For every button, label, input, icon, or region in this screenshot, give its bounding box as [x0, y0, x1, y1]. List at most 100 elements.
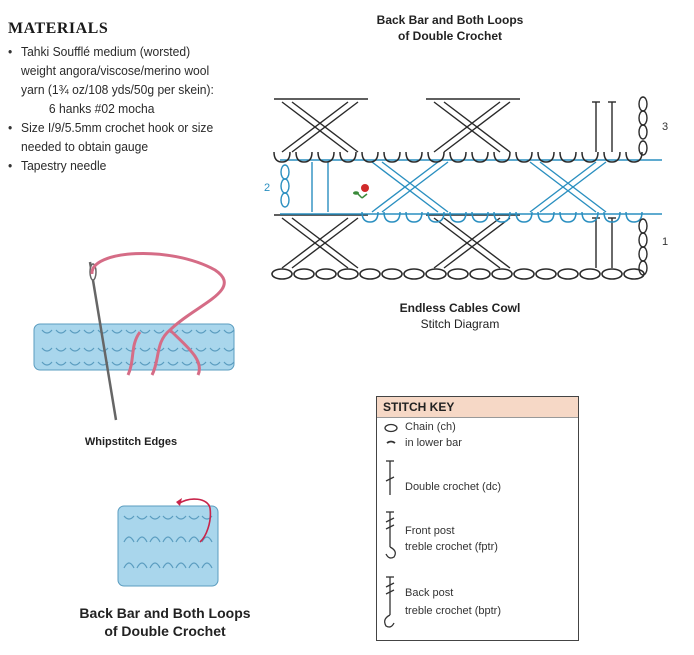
chain-stitch: [557, 268, 579, 280]
fabric-stitch: [201, 562, 213, 569]
materials-item-line: Tapestry needle: [21, 158, 107, 173]
loop-mark: [405, 211, 423, 223]
fabric-stitch: [125, 329, 137, 334]
chain-symbol-icon: [384, 423, 398, 433]
row-label-1: 1: [662, 236, 668, 248]
loop-mark: [559, 211, 577, 223]
loop-mark: [493, 151, 511, 163]
chain-stitch: [359, 268, 381, 280]
loop-mark: [625, 151, 643, 163]
whipstitch-caption: Whipstitch Edges: [84, 436, 178, 448]
chain-stitch: [271, 268, 293, 280]
cowl-caption-subtitle: Stitch Diagram: [420, 317, 500, 331]
fabric-stitch: [55, 329, 67, 334]
cable-post-stitch: [433, 217, 501, 269]
loop-mark: [383, 211, 401, 223]
fabric-stitch: [123, 536, 135, 543]
chain-stitch: [601, 268, 623, 280]
fabric-stitch: [195, 329, 207, 334]
fabric-stitch: [188, 536, 200, 543]
loop-mark: [361, 151, 379, 163]
loop-mark: [273, 151, 291, 163]
chain-stitch: [447, 268, 469, 280]
fabric-stitch: [97, 329, 109, 334]
materials-item-line: yarn (1¾ oz/108 yds/50g per skein):: [21, 82, 214, 97]
turning-chain: [280, 192, 290, 208]
loop-mark: [317, 151, 335, 163]
fabric-stitch: [69, 347, 81, 352]
fabric-stitch: [201, 536, 213, 543]
top-diagram-title-line2: of Double Crochet: [398, 29, 502, 43]
cowl-stitch-diagram: 3 2 1: [264, 96, 668, 280]
fabric-stitch: [125, 347, 137, 352]
double-crochet-symbol-icon: [385, 460, 395, 495]
chain-stitch: [579, 268, 601, 280]
cable-post-stitch: [443, 217, 511, 269]
materials-list: Tahki Soufflé medium (worsted) weight an…: [8, 42, 252, 175]
chain-stitch: [337, 268, 359, 280]
fabric-stitch: [123, 515, 135, 520]
fabric-stitch: [136, 562, 148, 569]
bottom-caption-line1: Back Bar and Both Loops: [79, 605, 251, 621]
key-label-chain: Chain (ch): [405, 421, 456, 433]
loop-mark: [383, 151, 401, 163]
loop-mark: [537, 151, 555, 163]
loop-mark: [581, 151, 599, 163]
cowl-caption-title: Endless Cables Cowl: [399, 301, 521, 315]
loop-mark: [449, 211, 467, 223]
materials-item-needle: Tapestry needle: [8, 156, 252, 175]
fabric-stitch: [111, 361, 123, 366]
materials-item-yarn: Tahki Soufflé medium (worsted) weight an…: [8, 42, 252, 118]
bptr-symbol-icon: [384, 576, 395, 628]
cable-post-stitch: [291, 217, 359, 269]
chain-stitch: [403, 268, 425, 280]
loop-mark: [625, 211, 643, 223]
loop-mark: [427, 151, 445, 163]
fabric-stitch: [181, 347, 193, 352]
whipstitch-illustration: [33, 251, 235, 421]
cable-post-stitch: [281, 101, 349, 153]
cable-post-stitch: [381, 161, 449, 213]
bottom-caption-line2: of Double Crochet: [104, 623, 226, 639]
turning-chain: [638, 124, 648, 140]
lower-bar-symbol-icon: [386, 440, 396, 444]
fabric-stitch: [223, 329, 235, 334]
loop-mark: [361, 211, 379, 223]
fabric-stitch: [181, 361, 193, 366]
diagram-row-2-stitches: [280, 159, 662, 215]
chain-stitch: [513, 268, 535, 280]
materials-item-line: needed to obtain gauge: [21, 139, 149, 154]
cowl-diagram-caption: Endless Cables Cowl Stitch Diagram: [360, 300, 560, 332]
key-label-bptr-2: treble crochet (bptr): [405, 605, 501, 617]
fabric-stitch: [223, 361, 235, 366]
loop-mark: [295, 151, 313, 163]
cable-post-stitch: [281, 217, 349, 269]
fabric-stitch: [181, 329, 193, 334]
fabric-stitch: [136, 515, 148, 520]
fabric-stitch: [209, 347, 221, 352]
fabric-stitch: [167, 361, 179, 366]
fabric-stitch: [83, 347, 95, 352]
key-label-fptr-2: treble crochet (fptr): [405, 541, 498, 553]
cable-post-stitch: [291, 101, 359, 153]
turning-chain: [638, 246, 648, 262]
turning-chain: [638, 140, 648, 156]
materials-item-hook: Size I/9/5.5mm crochet hook or size need…: [8, 118, 252, 156]
key-label-fptr-1: Front post: [405, 525, 455, 537]
fabric-stitches: [123, 515, 213, 569]
fabric-stitch: [83, 361, 95, 366]
fabric-stitch: [149, 515, 161, 520]
cable-post-stitch: [371, 161, 439, 213]
fabric-stitch: [97, 347, 109, 352]
chain-stitch: [425, 268, 447, 280]
fabric-stitch: [201, 515, 213, 520]
fabric-stitch: [175, 562, 187, 569]
turning-chain: [638, 218, 648, 234]
turning-chain: [638, 96, 648, 112]
loop-mark: [515, 151, 533, 163]
loop-mark: [603, 151, 621, 163]
arrow-icon: [176, 498, 182, 506]
fabric-stitch: [188, 562, 200, 569]
fabric-stitch: [55, 347, 67, 352]
loop-mark: [471, 151, 489, 163]
